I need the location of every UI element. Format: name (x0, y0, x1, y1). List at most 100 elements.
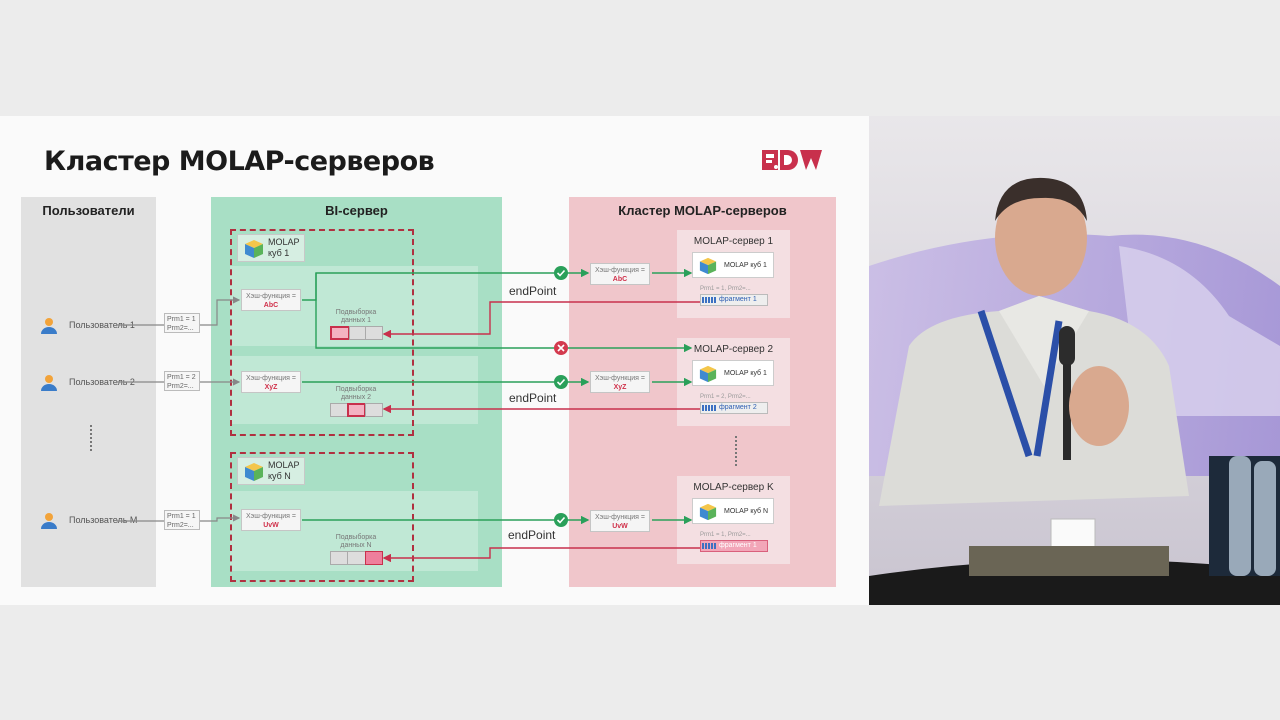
fragment-bar: фрагмент 2 (700, 402, 768, 414)
cube-icon (245, 463, 263, 481)
server-cube-label: MOLAP куб 1 (724, 262, 767, 269)
subset-line: Подвыборка (335, 309, 377, 316)
speaker-image (869, 116, 1280, 605)
cube-name: MOLAP (268, 460, 300, 470)
user-icon (41, 513, 57, 529)
molap-server-card: MOLAP-сервер 1 MOLAP куб 1 Prm1 = 1, Prm… (677, 230, 790, 318)
cube-icon (699, 257, 717, 275)
param-line: Prm1 = 2 (167, 374, 196, 381)
param-line: Prm1 = 1 (167, 316, 196, 323)
cube-icon (245, 240, 263, 258)
user-to-bi-arrows (117, 296, 241, 522)
bi-header: BI-сервер (325, 203, 388, 218)
hash-key: AbC (612, 276, 628, 283)
param-line: Prm2=... (167, 383, 194, 390)
molap-cube-label: MOLAP куб 1 (237, 234, 305, 262)
hash-label: Хэш-функция = (245, 375, 297, 382)
molap-header: Кластер MOLAP-серверов (618, 203, 787, 218)
user-icon (41, 318, 57, 334)
ellipsis-dots (90, 425, 92, 451)
cube-number: куб 1 (268, 248, 290, 258)
hash-label: Хэш-функция = (594, 375, 646, 382)
hash-key: XyZ (264, 384, 278, 391)
fragment-block: Prm1 = 1, Prm2=... фрагмент 1 (700, 285, 768, 306)
subset-line: Подвыборка (335, 386, 377, 393)
subset-line: Подвыборка (335, 534, 377, 541)
ellipsis-dots (735, 436, 737, 466)
fragment-bar: фрагмент 1 (700, 540, 768, 552)
user-label: Пользователь 2 (69, 377, 135, 387)
hash-key: XyZ (613, 384, 627, 391)
hash-function-box: Хэш-функция = AbC (241, 289, 301, 311)
server-cube: MOLAP куб 1 (692, 360, 774, 386)
params-box: Prm1 = 2 Prm2=... (164, 371, 200, 391)
fragment-params: Prm1 = 2, Prm2=... (700, 394, 751, 400)
param-line: Prm2=... (167, 522, 194, 529)
cube-number: куб N (268, 471, 291, 481)
cross-icon (554, 341, 568, 355)
fragment-params: Prm1 = 1, Prm2=... (700, 532, 751, 538)
param-line: Prm1 = 1 (167, 513, 196, 520)
users-header: Пользователи (42, 203, 135, 218)
fragment-params: Prm1 = 1, Prm2=... (700, 286, 751, 292)
status-icons (554, 266, 568, 527)
connector-arrow (200, 296, 241, 326)
server-cube-label: MOLAP куб 1 (724, 370, 767, 377)
fragment-block: Prm1 = 1, Prm2=... фрагмент 1 (700, 531, 768, 552)
hash-function-box: Хэш-функция =UvW (241, 509, 301, 531)
request-arrow (302, 268, 590, 301)
fragment-label: фрагмент 2 (719, 404, 757, 411)
slide-title: Кластер MOLAP-серверов (44, 146, 435, 177)
server-title: MOLAP-сервер K (693, 482, 774, 493)
fragment-label: фрагмент 1 (719, 542, 757, 549)
request-arrow (315, 273, 693, 353)
cube-container (230, 452, 414, 582)
hash-key: UvW (612, 523, 628, 530)
request-arrows (302, 268, 693, 525)
endpoint-label: endPoint (509, 391, 557, 405)
check-icon (554, 266, 568, 280)
user-label: Пользователь M (69, 515, 138, 525)
check-icon (554, 375, 568, 389)
users-panel: Пользователи Пользователь 1 Пользователь… (21, 197, 156, 587)
params-box: Prm1 = 1 Prm2=... (164, 510, 200, 530)
server-title: MOLAP-сервер 1 (693, 236, 774, 247)
server-title: MOLAP-сервер 2 (693, 344, 774, 355)
user-icon (41, 375, 57, 391)
server-cube: MOLAP куб N (692, 498, 774, 524)
param-line: Prm2=... (167, 325, 194, 332)
molap-server-card: MOLAP-сервер 2 MOLAP куб 1 Prm1 = 2, Prm… (677, 338, 790, 426)
molap-server-card: MOLAP-сервер K MOLAP куб N Prm1 = 1, Prm… (677, 476, 790, 564)
hash-key: AbC (263, 302, 279, 309)
speaker-video-feed (869, 116, 1280, 605)
server-cube-label: MOLAP куб N (724, 508, 769, 515)
data-subset-cells (330, 551, 383, 565)
hash-function-box: Хэш-функция = AbC (590, 263, 650, 285)
hash-function-box: Хэш-функция = UvW (590, 510, 650, 532)
fragment-bar: фрагмент 1 (700, 294, 768, 306)
cube-name: MOLAP (268, 237, 300, 247)
cube-container (230, 229, 414, 436)
hash-label: Хэш-функция = (594, 267, 646, 274)
subset-line: данных 2 (340, 394, 372, 401)
server-cube: MOLAP куб 1 (692, 252, 774, 278)
params-box: Prm1 = 1 Prm2=... (164, 313, 200, 333)
hash-label: Хэш-функция = (594, 514, 646, 521)
hash-label: Хэш-функция = (245, 293, 297, 300)
user-label: Пользователь 1 (69, 320, 135, 330)
molap-cube-label: MOLAP куб N (237, 457, 305, 485)
data-subset-cells (330, 403, 384, 417)
cube-icon (699, 365, 717, 383)
check-icon (554, 513, 568, 527)
connector-arrow (200, 514, 241, 522)
response-arrow (382, 547, 700, 563)
fragment-block: Prm1 = 2, Prm2=... фрагмент 2 (700, 393, 768, 414)
cube-icon (699, 503, 717, 521)
hash-label: Хэш-функция = (245, 513, 297, 520)
endpoint-label: endPoint (508, 528, 556, 542)
flow-arrows (117, 266, 700, 563)
data-subset-cells (330, 326, 384, 340)
